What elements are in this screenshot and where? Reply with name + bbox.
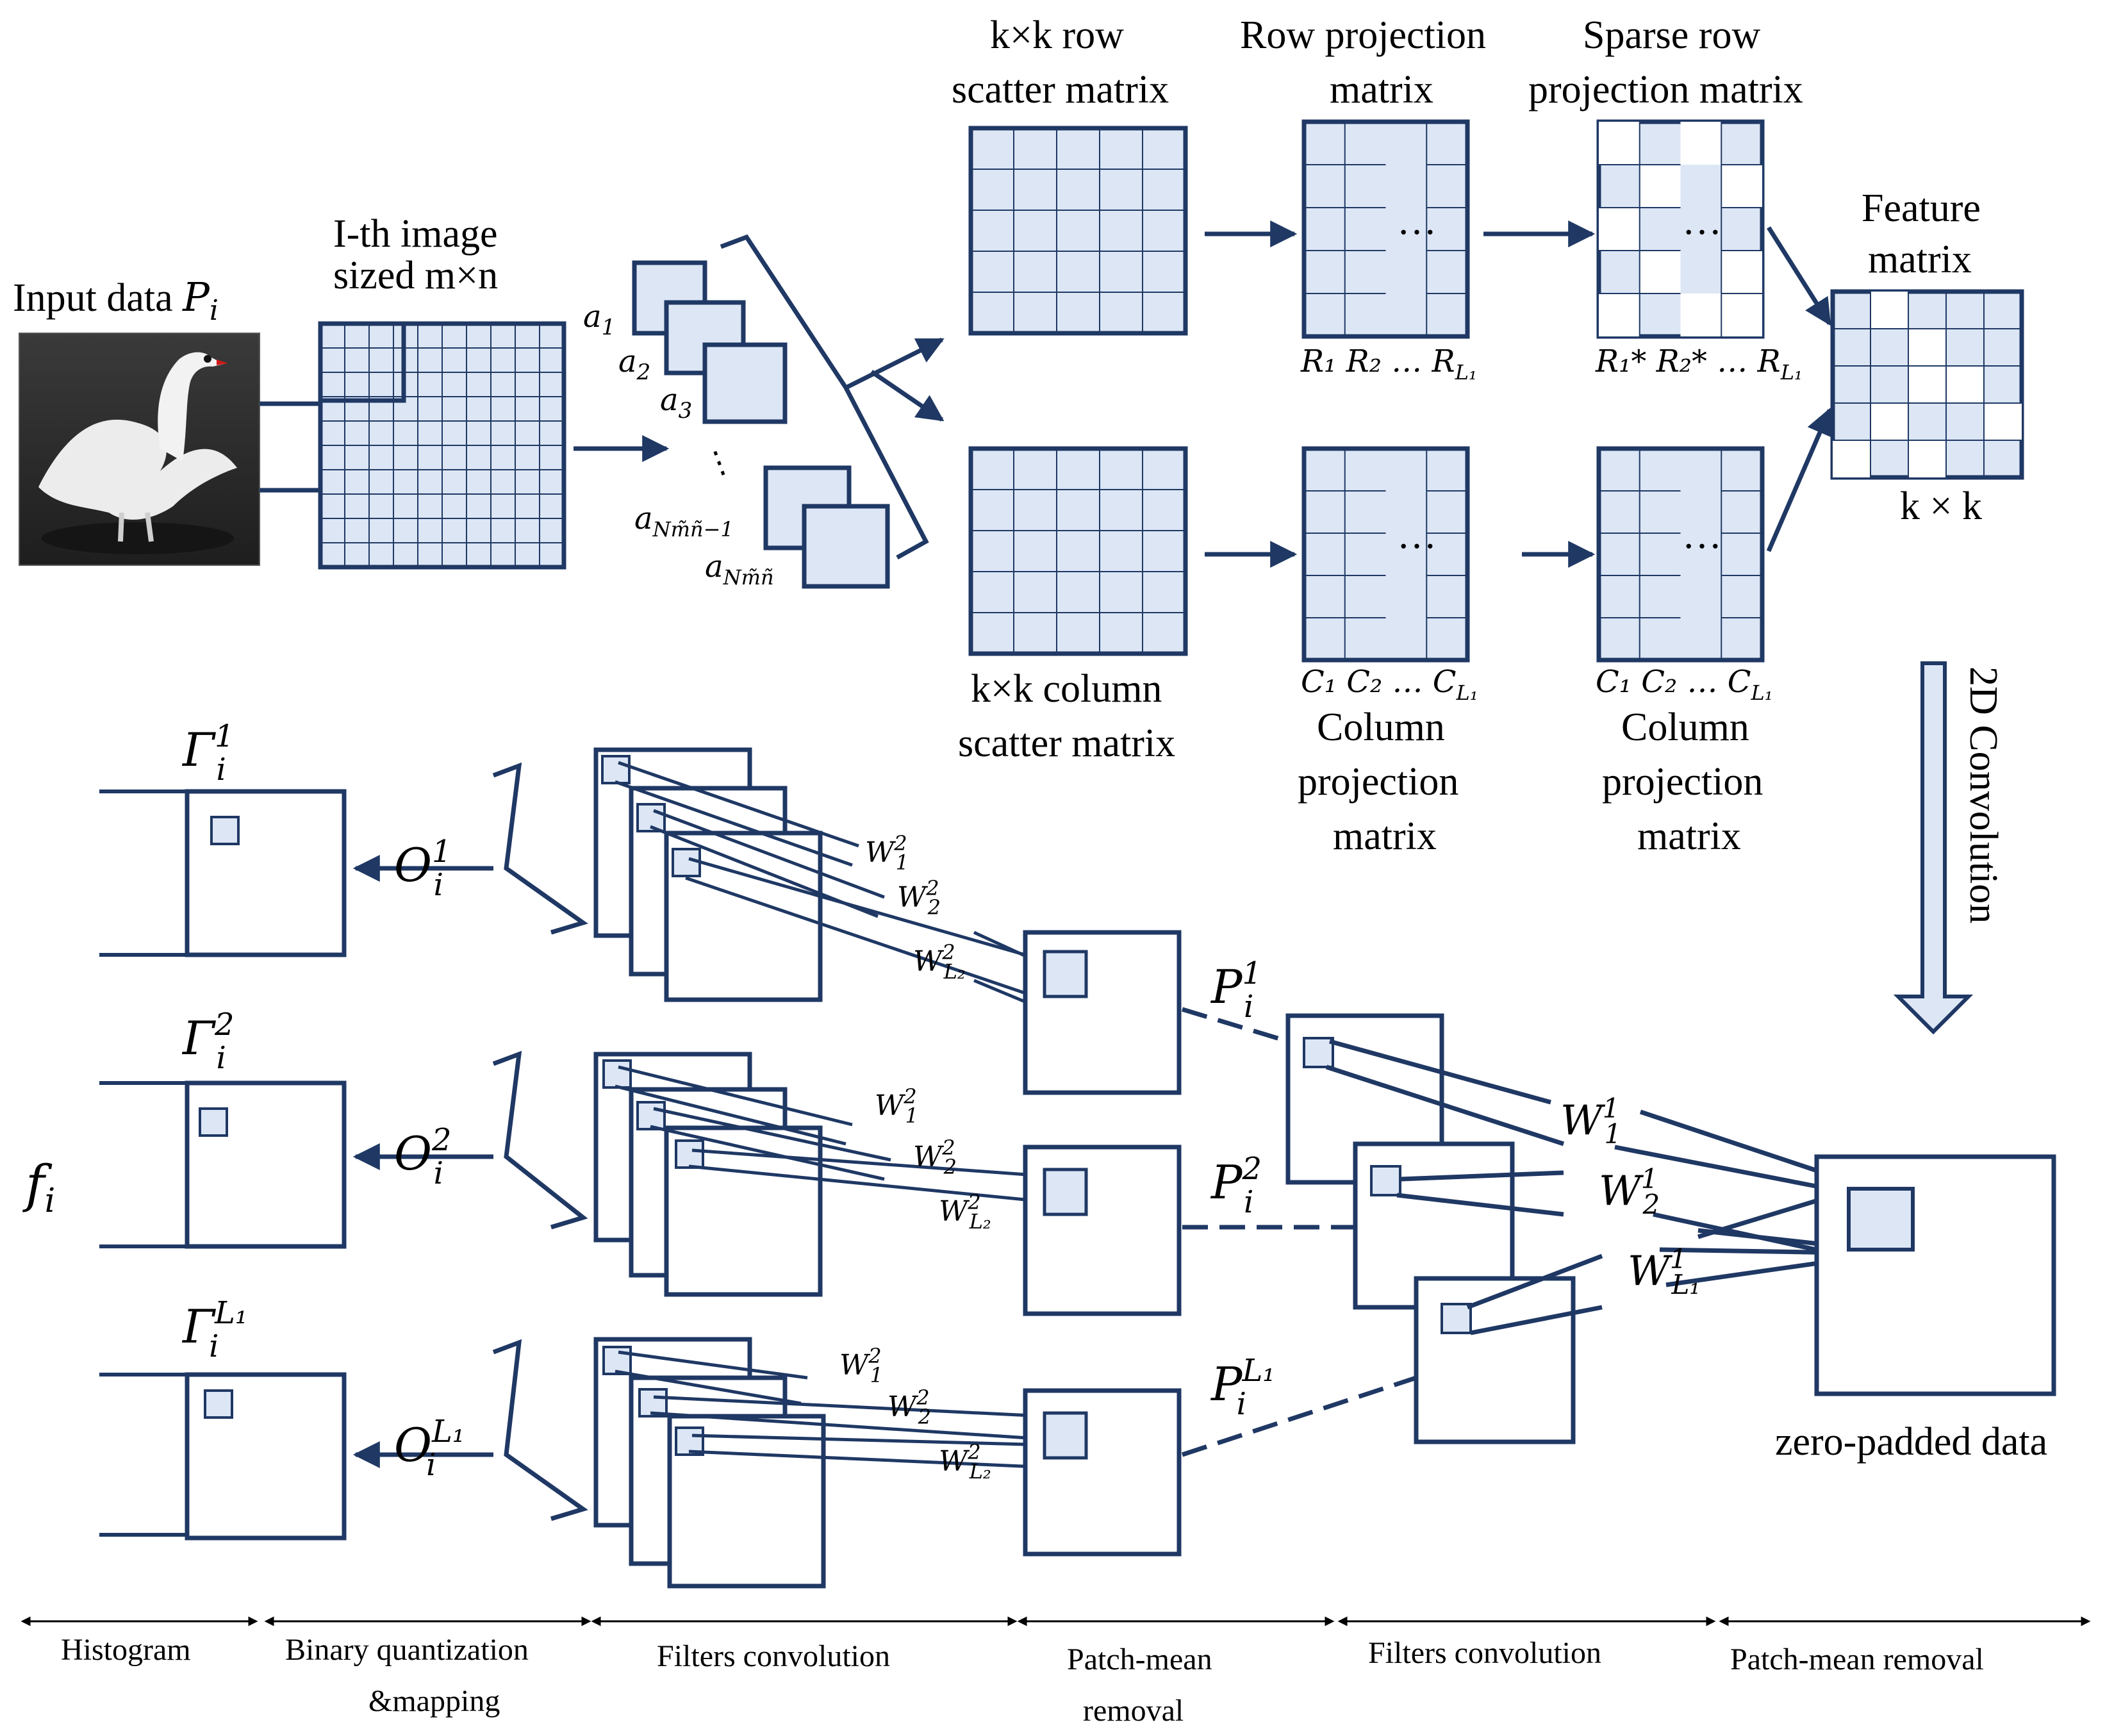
- feature-matrix: [1830, 289, 2024, 480]
- stage-patch-mean-1: Patch-mean removal: [1730, 1642, 1984, 1676]
- sparse-row-title-1: Sparse row: [1583, 13, 1760, 57]
- col-proj2-title-3: matrix: [1637, 814, 1741, 858]
- row-proj-ellipsis: …: [1397, 199, 1437, 243]
- feature-title-1: Feature: [1862, 186, 1981, 230]
- col-proj-title-3: matrix: [1333, 814, 1437, 858]
- row-scatter-matrix: [968, 126, 1188, 336]
- ith-image-size: sized m×n: [333, 254, 498, 297]
- sparse-row-proj-matrix: [1596, 119, 1765, 339]
- patch-a3-label: a3: [660, 382, 692, 424]
- stage-filters-conv-2: Filters convolution: [657, 1639, 890, 1673]
- stage-binary-mapping: &mapping: [368, 1684, 500, 1718]
- col-proj2-title-2: projection: [1602, 760, 1763, 804]
- sparse-row-title-2: projection matrix: [1528, 68, 1803, 112]
- patch-a1-label: a1: [583, 299, 615, 340]
- input-swan-image: [19, 333, 260, 566]
- stage-patch-mean-2a: Patch-mean: [1067, 1642, 1212, 1676]
- zero-padded-label: zero-padded data: [1775, 1420, 2047, 1464]
- col-proj-caption: C₁ C₂ … CL₁: [1301, 664, 1478, 705]
- ith-image-title: I-th image: [333, 212, 498, 256]
- stage-patch-mean-2b: removal: [1083, 1694, 1184, 1728]
- col-proj-title-1: Column: [1317, 706, 1445, 749]
- conv2d-label: 2D Convolution: [1961, 666, 2005, 923]
- ith-image-grid: [318, 321, 566, 570]
- col-proj2-caption: C₁ C₂ … CL₁: [1596, 664, 1773, 705]
- stage-filters-conv-1: Filters convolution: [1368, 1636, 1601, 1670]
- row-scatter-title-2: scatter matrix: [952, 68, 1169, 112]
- colproj-to-feature-arrow: [1766, 408, 1833, 552]
- bottom-pipeline: [21, 747, 2091, 1626]
- col-scatter-title-1: k×k column: [971, 667, 1162, 711]
- col-proj-ellipsis: …: [1397, 513, 1437, 557]
- patch-stack: [632, 260, 890, 589]
- col-scatter-title-2: scatter matrix: [958, 722, 1175, 765]
- to-row-scatter-arrow: [845, 337, 945, 390]
- row-proj-title-1: Row projection: [1240, 13, 1486, 57]
- row-scatter-title-1: k×k row: [990, 13, 1124, 57]
- conv2d-arrow: [1893, 661, 1974, 1035]
- to-col-scatter-arrow: [870, 370, 945, 422]
- sparse-ellipsis: …: [1682, 199, 1722, 243]
- feature-title-2: matrix: [1868, 238, 1972, 281]
- col-proj2-title-1: Column: [1621, 706, 1749, 749]
- col-proj-title-2: projection: [1298, 760, 1458, 804]
- sparse-to-feature-arrow: [1767, 226, 1831, 326]
- row-proj-title-2: matrix: [1330, 68, 1433, 112]
- patch-dots: ⋮: [699, 442, 739, 484]
- row-proj-caption: R₁ R₂ … RL₁: [1300, 343, 1477, 384]
- row-proj-matrix: [1301, 119, 1470, 339]
- patch-a2-label: a2: [618, 343, 650, 385]
- patch-an1-label: aNm̃ñ−1: [634, 500, 734, 541]
- input-data-label: Input data Pi: [13, 274, 219, 327]
- patch-an-label: aNm̃ñ: [705, 549, 774, 590]
- stage-histogram: Histogram: [61, 1633, 191, 1667]
- stage-binary-quant: Binary quantization: [285, 1633, 529, 1667]
- col-proj-matrix-2: [1596, 446, 1765, 663]
- sparse-caption: R₁* R₂* … RL₁: [1595, 343, 1803, 384]
- col-scatter-matrix: [968, 446, 1188, 656]
- f-label: fi: [22, 1154, 55, 1220]
- col-proj2-ellipsis: …: [1682, 513, 1722, 557]
- feature-size: k × k: [1900, 484, 1982, 528]
- col-proj-matrix: [1301, 446, 1470, 663]
